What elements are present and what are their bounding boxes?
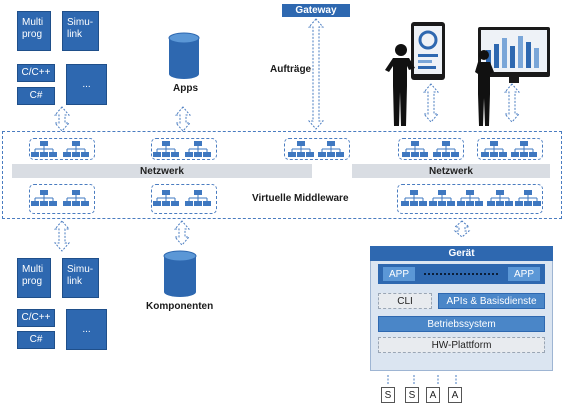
double-arrow-icon: [53, 18, 521, 385]
middleware-region: [2, 131, 562, 219]
device-os: Betriebssystem: [378, 316, 545, 332]
komponenten-label: Komponenten: [146, 301, 214, 312]
tool-more-label: ...: [82, 323, 91, 335]
tool-simulink-bottom: Simu- link: [62, 258, 99, 298]
tool-simulink-label: Simu- link: [67, 17, 94, 40]
virtual-middleware-label: Virtuelle Middleware: [252, 193, 349, 204]
tool-cpp-label: C/C++: [21, 67, 51, 78]
monitor-dashboard-icon: [478, 27, 550, 83]
app-left-label: APP: [388, 268, 409, 280]
gateway-label: Gateway: [295, 5, 337, 16]
io-label: S: [408, 389, 416, 401]
person-icon: [385, 44, 415, 126]
database-icon: [163, 250, 197, 297]
io-label: S: [384, 389, 392, 401]
person-icon: [475, 50, 494, 126]
tool-csharp-label: C#: [29, 90, 43, 101]
tool-cpp-top: C/C++: [17, 64, 55, 82]
cli-label: CLI: [397, 295, 413, 307]
device-title: Gerät: [370, 246, 553, 261]
network-label-left: Netzwerk: [140, 165, 184, 177]
device-title-label: Gerät: [448, 248, 475, 259]
database-icon: [168, 32, 200, 79]
apps-label: Apps: [173, 83, 198, 94]
apis-label: APIs & Basisdienste: [446, 295, 537, 307]
device-hw: HW-Plattform: [378, 337, 545, 353]
network-bar-left: Netzwerk: [12, 164, 312, 178]
tool-csharp-label: C#: [29, 334, 43, 345]
gateway-box: Gateway: [282, 4, 350, 17]
network-label-right: Netzwerk: [429, 165, 473, 177]
tool-simulink-label: Simu- link: [67, 264, 94, 287]
network-bar-right: Netzwerk: [352, 164, 550, 178]
device-cli: CLI: [378, 293, 432, 309]
device-app-right: APP: [507, 266, 541, 282]
tool-more-top: ...: [66, 64, 107, 105]
auftraege-label: Aufträge: [270, 64, 312, 75]
io-sensor-2: S: [405, 387, 419, 403]
network-tree-icon: [30, 140, 542, 207]
hw-label: HW-Plattform: [431, 339, 492, 351]
tool-csharp-bottom: C#: [17, 331, 55, 349]
tool-multiprog-top: Multi prog: [17, 11, 51, 51]
io-sensor-1: S: [381, 387, 395, 403]
tool-more-bottom: ...: [66, 309, 107, 350]
io-actuator-1: A: [426, 387, 440, 403]
app-right-label: APP: [513, 268, 534, 280]
os-label: Betriebssystem: [427, 318, 496, 330]
tool-csharp-top: C#: [17, 87, 55, 105]
tool-cpp-bottom: C/C++: [17, 309, 55, 327]
io-actuator-2: A: [448, 387, 462, 403]
io-label: A: [451, 389, 459, 401]
tool-multiprog-label: Multi prog: [22, 264, 44, 287]
tool-more-label: ...: [82, 78, 91, 90]
network-node: [29, 184, 95, 214]
tablet-dashboard-icon: [411, 22, 445, 80]
tool-cpp-label: C/C++: [21, 312, 51, 323]
tool-multiprog-bottom: Multi prog: [17, 258, 51, 298]
io-label: A: [429, 389, 437, 401]
tool-multiprog-label: Multi prog: [22, 17, 44, 40]
tool-simulink-top: Simu- link: [62, 11, 99, 51]
device-app-left: APP: [382, 266, 416, 282]
device-apis: APIs & Basisdienste: [438, 293, 545, 309]
network-node: [151, 184, 217, 214]
